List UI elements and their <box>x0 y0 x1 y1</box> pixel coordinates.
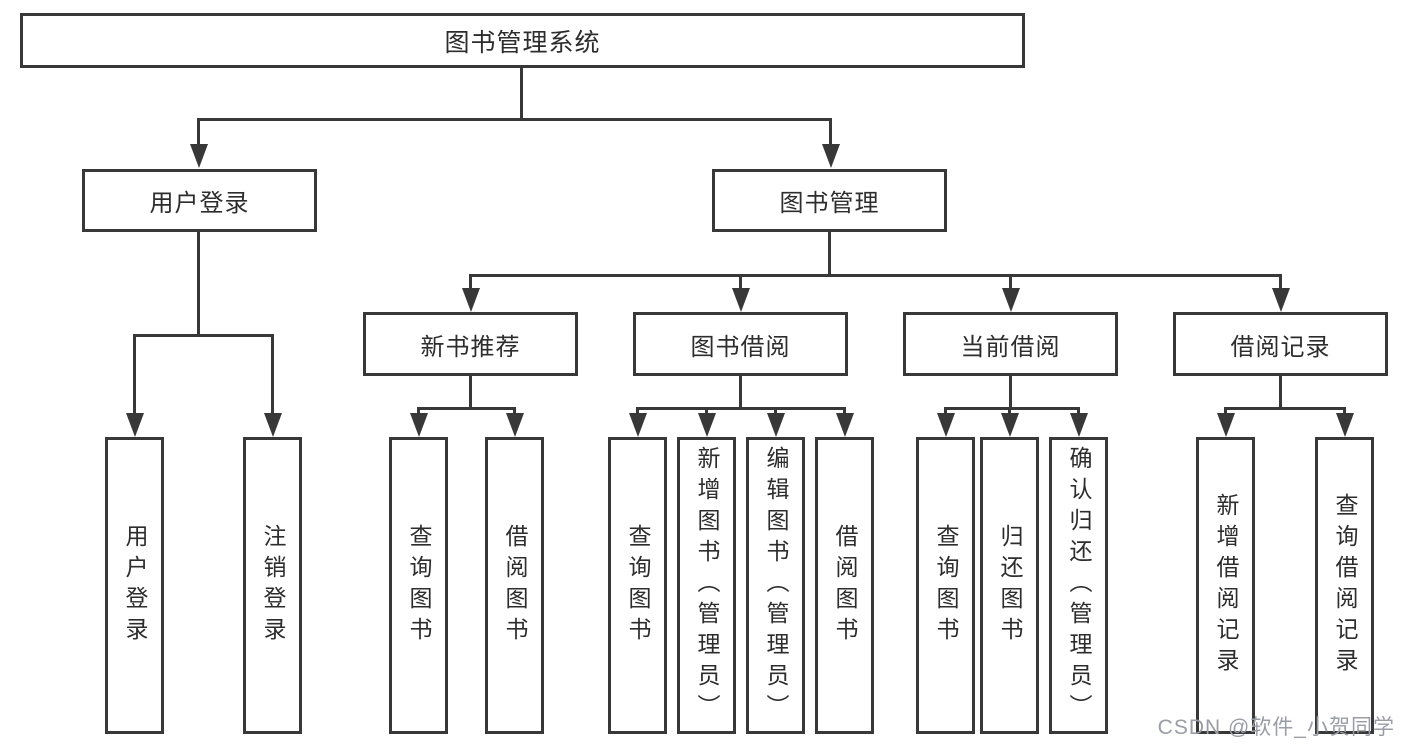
connector-line <box>1224 407 1227 416</box>
connector-line <box>828 232 831 276</box>
connector-line <box>1279 376 1282 409</box>
arrow-down-icon <box>126 413 144 437</box>
leaf-label: 新增借阅记录 <box>1213 492 1239 679</box>
leaf-br-add-record: 新增借阅记录 <box>1196 437 1255 734</box>
connector-line <box>469 274 472 292</box>
leaf-cb-query-books: 查询图书 <box>916 437 975 734</box>
arrow-down-icon <box>264 413 282 437</box>
node-book-borrowing: 图书借阅 <box>633 312 848 376</box>
node-library-management-system: 图书管理系统 <box>20 13 1025 68</box>
connector-line <box>133 334 136 416</box>
leaf-cb-confirm-return-admin: 确认归还（管理员） <box>1049 437 1108 734</box>
node-label: 借阅记录 <box>1230 333 1331 361</box>
arrow-down-icon <box>1001 413 1019 437</box>
leaf-label: 借阅图书 <box>502 523 528 648</box>
connector-line <box>417 407 420 416</box>
leaf-label: 借阅图书 <box>832 523 858 648</box>
node-borrowing-records: 借阅记录 <box>1173 312 1388 376</box>
leaf-label: 确认归还（管理员） <box>1066 446 1092 725</box>
connector-line <box>774 407 777 416</box>
arrow-down-icon <box>1272 288 1290 312</box>
arrow-down-icon <box>836 413 854 437</box>
leaf-br-query-record: 查询借阅记录 <box>1315 437 1374 734</box>
leaf-label: 注销登录 <box>260 523 286 648</box>
node-book-management: 图书管理 <box>712 169 947 232</box>
arrow-down-icon <box>1002 288 1020 312</box>
connector-line <box>197 118 200 148</box>
leaf-logout: 注销登录 <box>243 437 302 734</box>
node-label: 新书推荐 <box>420 333 521 361</box>
leaf-label: 编辑图书（管理员） <box>763 446 789 725</box>
leaf-label: 查询图书 <box>625 523 651 648</box>
leaf-label: 用户登录 <box>122 523 148 648</box>
node-label: 图书借阅 <box>690 333 791 361</box>
connector-line <box>271 334 274 416</box>
connector-line <box>1224 407 1346 410</box>
node-new-book-recommend: 新书推荐 <box>363 312 578 376</box>
leaf-label: 新增图书（管理员） <box>694 446 720 725</box>
node-user-login: 用户登录 <box>82 169 317 232</box>
node-current-borrowing: 当前借阅 <box>903 312 1118 376</box>
watermark: CSDN @软件_小贺同学 <box>1157 716 1395 739</box>
leaf-label: 归还图书 <box>997 523 1023 648</box>
leaf-nbr-borrow-books: 借阅图书 <box>485 437 544 734</box>
node-label: 当前借阅 <box>960 333 1061 361</box>
connector-line <box>469 376 472 409</box>
leaf-bb-query-books: 查询图书 <box>608 437 667 734</box>
connector-line <box>843 407 846 416</box>
connector-line <box>469 274 1282 277</box>
connector-line <box>739 274 742 292</box>
arrow-down-icon <box>629 413 647 437</box>
arrow-down-icon <box>506 413 524 437</box>
connector-line <box>133 334 274 337</box>
connector-line <box>513 407 516 416</box>
arrow-down-icon <box>937 413 955 437</box>
leaf-bb-borrow-books: 借阅图书 <box>815 437 874 734</box>
node-label: 图书管理 <box>779 190 880 217</box>
connector-line <box>197 118 832 121</box>
connector-line <box>520 68 523 120</box>
arrow-down-icon <box>410 413 428 437</box>
connector-line <box>1008 407 1011 416</box>
leaf-label: 查询图书 <box>406 523 432 648</box>
leaf-bb-edit-books-admin: 编辑图书（管理员） <box>746 437 805 734</box>
arrow-down-icon <box>1336 413 1354 437</box>
node-label: 图书管理系统 <box>444 28 601 57</box>
arrow-down-icon <box>767 413 785 437</box>
connector-line <box>944 407 947 416</box>
arrow-down-icon <box>462 288 480 312</box>
connector-line <box>739 376 742 409</box>
leaf-cb-return-books: 归还图书 <box>980 437 1039 734</box>
connector-line <box>417 407 516 410</box>
connector-line <box>1077 407 1080 416</box>
arrow-down-icon <box>1217 413 1235 437</box>
node-label: 用户登录 <box>149 190 250 217</box>
arrow-down-icon <box>1070 413 1088 437</box>
connector-line <box>705 407 708 416</box>
connector-line <box>197 232 200 336</box>
leaf-nbr-query-books: 查询图书 <box>389 437 448 734</box>
connector-line <box>829 118 832 148</box>
arrow-down-icon <box>698 413 716 437</box>
leaf-label: 查询借阅记录 <box>1332 492 1358 679</box>
leaf-user-login: 用户登录 <box>105 437 164 734</box>
connector-line <box>1009 274 1012 292</box>
arrow-down-icon <box>190 144 208 168</box>
connector-line <box>1343 407 1346 416</box>
connector-line <box>636 407 846 410</box>
leaf-bb-add-books-admin: 新增图书（管理员） <box>677 437 736 734</box>
connector-line <box>636 407 639 416</box>
arrow-down-icon <box>822 144 840 168</box>
connector-line <box>1009 376 1012 409</box>
connector-line <box>944 407 1080 410</box>
leaf-label: 查询图书 <box>933 523 959 648</box>
arrow-down-icon <box>732 288 750 312</box>
connector-line <box>1279 274 1282 292</box>
